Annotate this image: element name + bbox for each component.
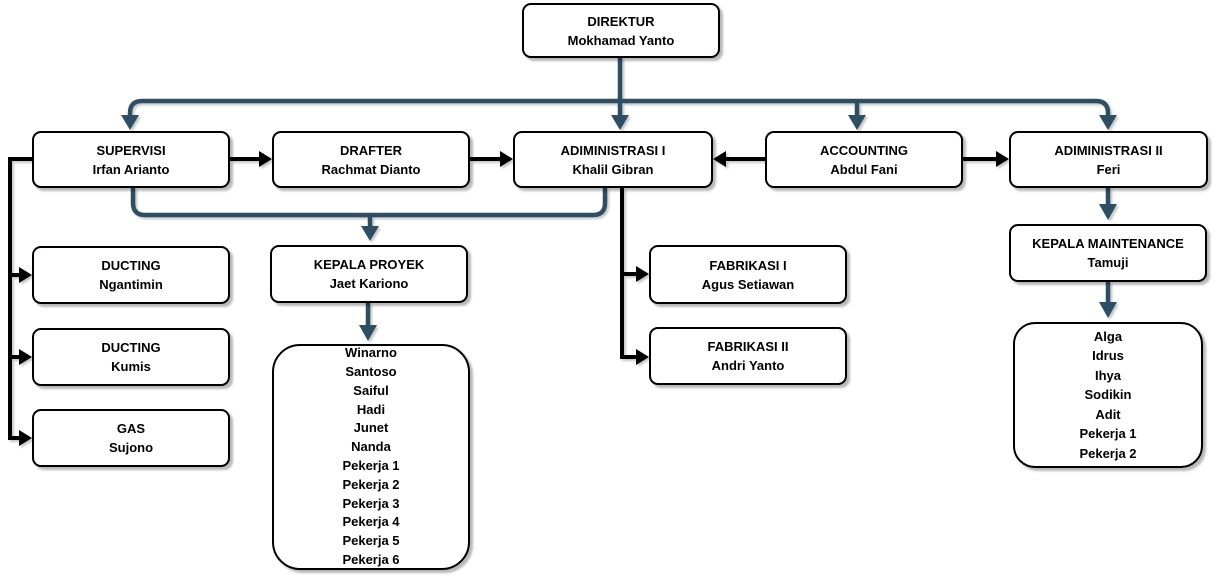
team-member: Pekerja 5 [342,533,400,549]
team-member: Ihya [1094,367,1121,383]
node-title: ACCOUNTING [819,142,909,158]
team-member: Hadi [356,401,386,417]
team-member: Saiful [353,382,389,398]
team-member: Junet [353,420,389,436]
node-person-name: Feri [1096,161,1121,177]
team-member: Sodikin [1084,387,1132,403]
node-person-name: Tamuji [1087,255,1129,270]
org-node-gas[interactable]: GAS Sujono [32,409,230,467]
node-person-name: Andri Yanto [711,358,785,373]
node-title: KEPALA MAINTENANCE [1032,236,1184,251]
node-person-name: Sujono [108,440,154,455]
org-node-kepala-proyek[interactable]: KEPALA PROYEK Jaet Kariono [270,245,468,303]
node-title: FABRIKASI I [709,257,787,273]
node-title: DUCTING [101,340,161,355]
team-member: Pekerja 3 [342,495,400,511]
org-node-accounting[interactable]: ACCOUNTING Abdul Fani [765,131,963,188]
node-person-name: Ngantimin [99,277,163,292]
team-member: Adit [1095,406,1121,422]
node-title: SUPERVISI [96,142,166,158]
org-node-proyek-team-list[interactable]: Winarno Santoso Saiful Hadi Junet Nanda … [272,344,470,570]
org-node-ducting-ngantimin[interactable]: DUCTING Ngantimin [32,246,230,304]
team-member: Alga [1093,328,1123,344]
node-title: KEPALA PROYEK [313,257,425,272]
org-node-maintenance-team-list[interactable]: Alga Idrus Ihya Sodikin Adit Pekerja 1 P… [1013,322,1203,468]
node-title: DUCTING [101,258,161,273]
org-node-fabrikasi-2[interactable]: FABRIKASI II Andri Yanto [649,327,847,385]
team-member: Winarno [345,345,397,361]
org-node-supervisi[interactable]: SUPERVISI Irfan Arianto [32,131,230,188]
team-member: Pekerja 1 [342,458,400,473]
node-person-name: Khalil Gibran [572,161,654,177]
node-person-name: Abdul Fani [830,161,898,177]
team-member: Santoso [345,364,397,380]
team-member: Pekerja 1 [1079,426,1137,442]
org-node-administrasi-1[interactable]: ADIMINISTRASI I Khalil Gibran [513,131,713,188]
team-member: Pekerja 2 [1079,445,1137,461]
node-person-name: Irfan Arianto [92,161,170,177]
org-node-kepala-maintenance[interactable]: KEPALA MAINTENANCE Tamuji [1009,224,1207,282]
node-title: FABRIKASI II [707,339,789,354]
node-title: DRAFTER [339,142,403,158]
team-member: Pekerja 4 [342,514,400,530]
team-member: Pekerja 6 [342,551,400,567]
node-person-name: Rachmat Dianto [321,161,421,177]
node-title: DIREKTUR [587,13,655,29]
node-title: GAS [116,421,146,436]
team-member: Idrus [1092,348,1124,364]
org-node-fabrikasi-1[interactable]: FABRIKASI I Agus Setiawan [649,245,847,304]
team-member: Pekerja 2 [342,476,400,492]
node-person-name: Agus Setiawan [701,276,795,292]
node-title: ADIMINISTRASI I [560,142,666,158]
node-person-name: Mokhamad Yanto [567,32,675,48]
node-person-name: Jaet Kariono [329,276,409,291]
org-node-drafter[interactable]: DRAFTER Rachmat Dianto [272,131,470,188]
org-node-administrasi-2[interactable]: ADIMINISTRASI II Feri [1009,131,1208,188]
org-node-direktur[interactable]: DIREKTUR Mokhamad Yanto [522,3,720,58]
node-title: ADIMINISTRASI II [1054,142,1163,158]
node-person-name: Kumis [111,359,151,374]
org-node-ducting-kumis[interactable]: DUCTING Kumis [32,328,230,386]
team-member: Nanda [351,439,391,455]
